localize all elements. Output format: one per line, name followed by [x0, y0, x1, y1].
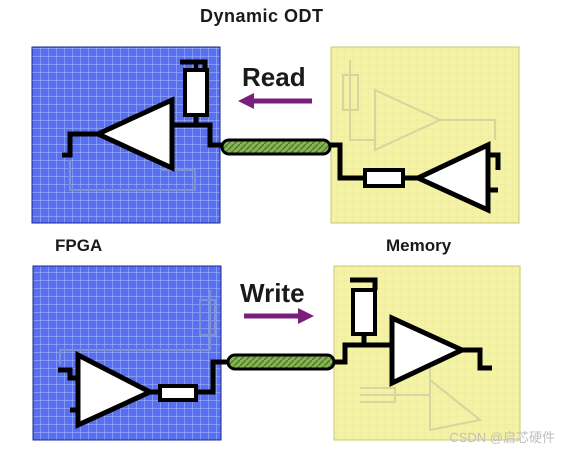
write-label: Write [240, 278, 305, 308]
diagram-title: Dynamic ODT [200, 6, 324, 26]
transmission-line-top [220, 138, 332, 156]
fpga-label: FPGA [55, 236, 103, 255]
fpga-block-top [31, 46, 230, 224]
memory-label: Memory [386, 236, 452, 255]
write-arrow [244, 308, 314, 324]
transmission-line-bottom [226, 353, 336, 371]
memory-block-top [327, 46, 520, 224]
watermark: CSDN @启芯硬件 [449, 430, 555, 445]
read-label: Read [242, 62, 306, 92]
read-arrow [238, 93, 312, 109]
memory-block-bottom [333, 265, 521, 441]
fpga-block-bottom [32, 265, 228, 441]
